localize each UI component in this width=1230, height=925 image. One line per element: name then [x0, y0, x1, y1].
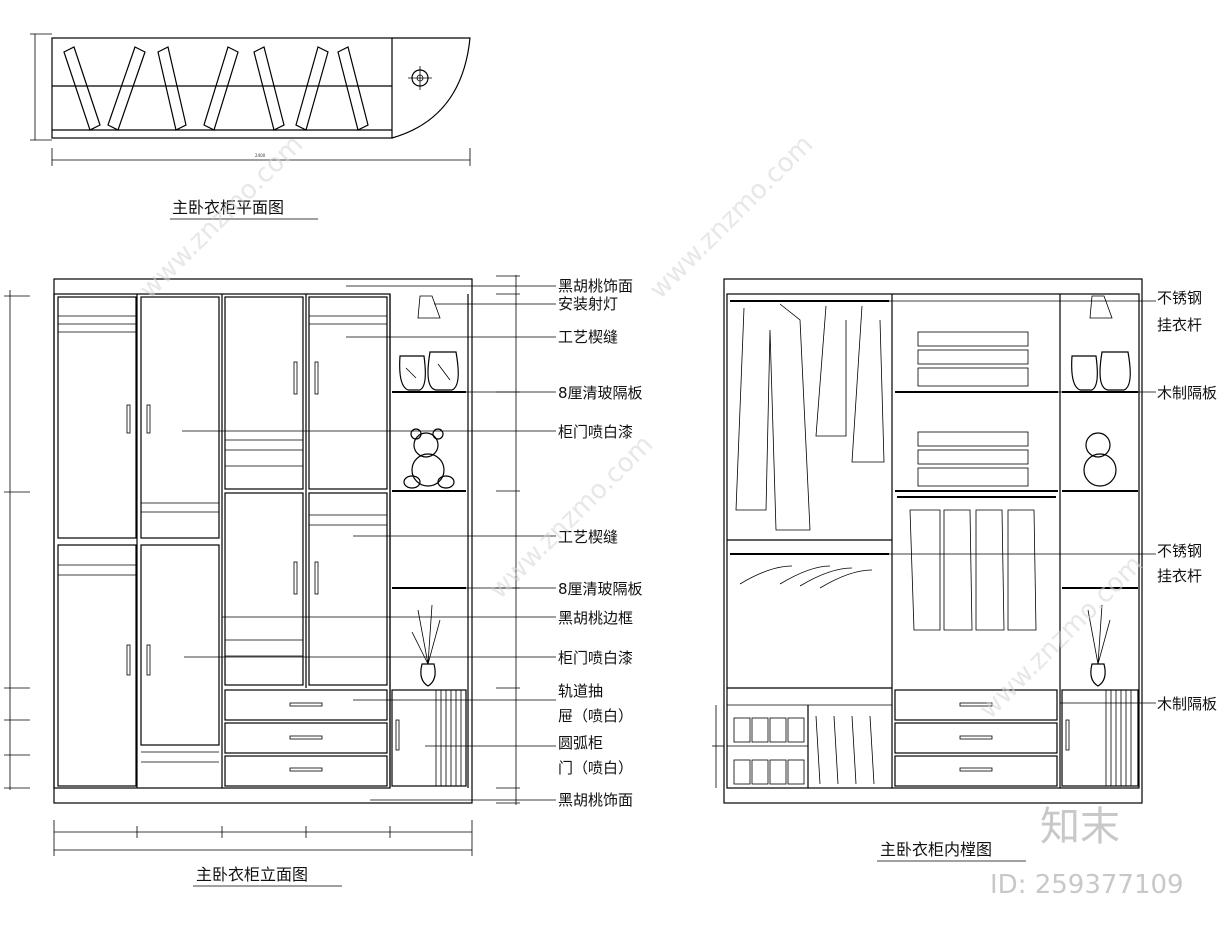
label-wood-shelf-2: 木制隔板	[1157, 695, 1217, 713]
interior-view	[712, 278, 1156, 804]
plan-view: 2400	[30, 33, 471, 166]
label-steel-rod-1a: 不锈钢	[1157, 289, 1202, 307]
label-steel-rod-2b: 挂衣杆	[1157, 567, 1202, 585]
label-glass-shelf-1: 8厘清玻隔板	[558, 384, 643, 402]
label-craft-groove-1: 工艺楔缝	[558, 328, 618, 346]
label-wood-shelf-1: 木制隔板	[1157, 384, 1217, 402]
interior-title: 主卧衣柜内樘图	[880, 840, 992, 859]
svg-text:2400: 2400	[255, 153, 266, 158]
label-glass-shelf-2: 8厘清玻隔板	[558, 580, 643, 598]
teddy-bear-icon	[403, 428, 455, 489]
elevation-title: 主卧衣柜立面图	[196, 865, 308, 884]
plan-title: 主卧衣柜平面图	[172, 198, 284, 217]
label-door-white-paint-2: 柜门喷白漆	[558, 649, 633, 667]
image-id: ID: 259377109	[990, 870, 1184, 900]
label-rail-drawer-2: 屉（喷白）	[558, 707, 633, 725]
curved-door-lines	[435, 690, 462, 786]
label-door-white-paint-1: 柜门喷白漆	[558, 423, 633, 441]
plant-icon	[411, 604, 441, 687]
vase-icon	[399, 351, 459, 391]
label-steel-rod-2a: 不锈钢	[1157, 542, 1202, 560]
label-spotlight: 安装射灯	[558, 295, 618, 313]
watermark-3: www.znzmo.com	[484, 430, 659, 605]
brand-logo: 知末	[1040, 804, 1120, 850]
label-curved-door-2: 门（喷白）	[558, 759, 633, 777]
label-craft-groove-2: 工艺楔缝	[558, 528, 618, 546]
spotlight-icon	[417, 295, 441, 319]
label-rail-drawer-1: 轨道抽	[558, 682, 603, 700]
label-walnut-veneer-bottom: 黑胡桃饰面	[558, 791, 633, 809]
label-curved-door-1: 圆弧柜	[558, 734, 603, 752]
label-walnut-frame: 黑胡桃边框	[558, 609, 633, 627]
label-steel-rod-1b: 挂衣杆	[1157, 316, 1202, 334]
label-walnut-veneer-top: 黑胡桃饰面	[558, 277, 633, 295]
elevation-view	[4, 275, 556, 856]
